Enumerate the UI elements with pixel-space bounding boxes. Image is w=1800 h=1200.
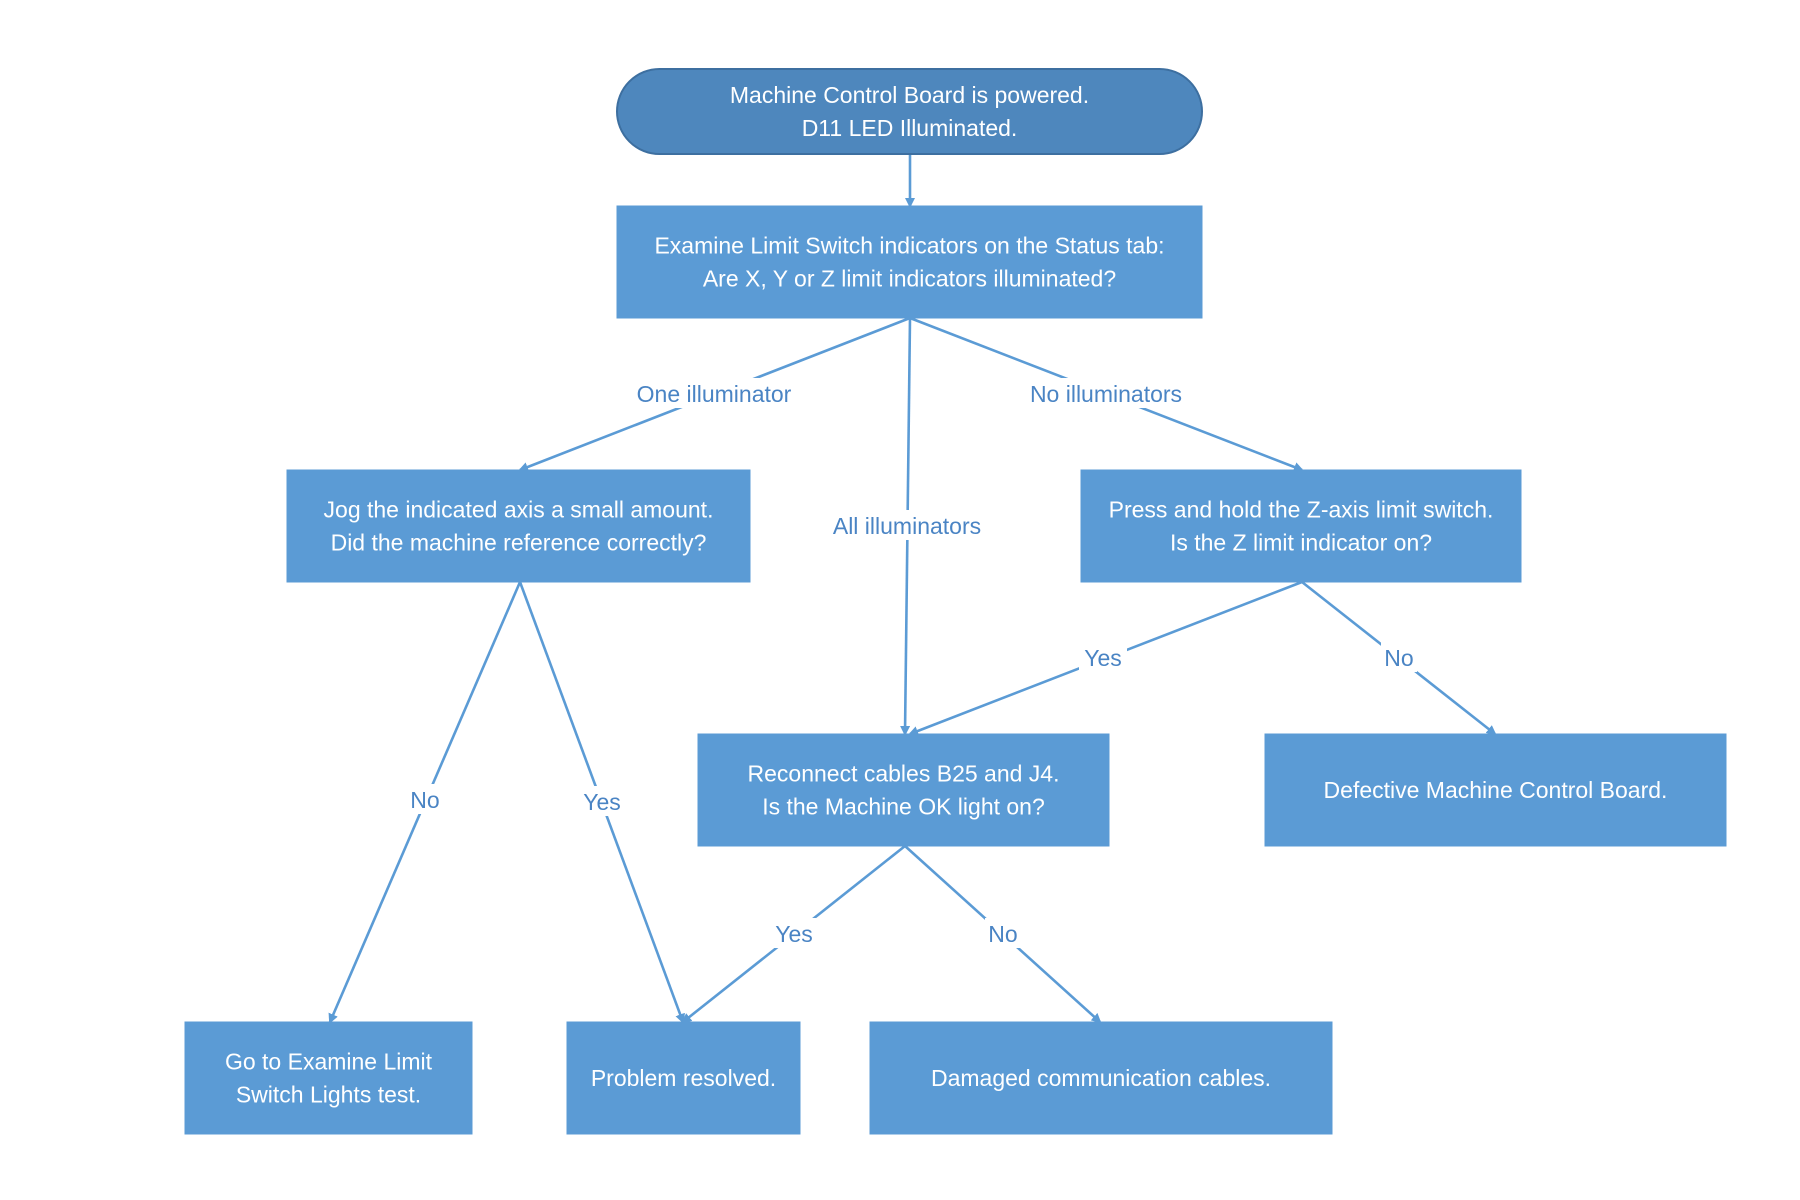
terminator-shape — [616, 68, 1203, 155]
process-box-shape — [1264, 733, 1727, 847]
edge-label-jog-to-resolved: Yes — [578, 786, 626, 816]
node-text-line: Damaged communication cables. — [931, 1065, 1271, 1091]
edge-label-background — [1010, 378, 1202, 408]
node-reconnect: Reconnect cables B25 and J4. Is the Machi… — [697, 733, 1110, 847]
node-text-line: Is the Machine OK light on? — [762, 794, 1045, 820]
node-examine: Examine Limit Switch indicators on the S… — [616, 205, 1203, 319]
node-resolved: Problem resolved. — [566, 1021, 801, 1135]
node-text-line: Jog the indicated axis a small amount. — [324, 497, 714, 523]
node-text-line: Defective Machine Control Board. — [1324, 777, 1668, 803]
edge-label-text: No — [1384, 645, 1413, 671]
process-box-shape — [184, 1021, 473, 1135]
edge-label-press-to-defective: No — [1381, 642, 1417, 672]
node-defective: Defective Machine Control Board. — [1264, 733, 1727, 847]
edge-label-examine-to-press: No illuminators — [1010, 378, 1202, 408]
edge-label-background — [1079, 642, 1127, 672]
node-text-line: Switch Lights test. — [236, 1082, 421, 1108]
node-damaged: Damaged communication cables. — [869, 1021, 1333, 1135]
node-text-line: Did the machine reference correctly? — [331, 530, 707, 556]
process-box-shape — [616, 205, 1203, 319]
process-box-shape — [566, 1021, 801, 1135]
edge-label-text: Yes — [583, 789, 621, 815]
node-text-line: Are X, Y or Z limit indicators illuminat… — [703, 266, 1116, 292]
edge-label-background — [618, 378, 810, 408]
edge-label-text: No illuminators — [1030, 381, 1182, 407]
process-box-shape — [286, 469, 751, 583]
node-press: Press and hold the Z-axis limit switch. I… — [1080, 469, 1522, 583]
edge-label-examine-to-jog: One illuminator — [618, 378, 810, 408]
node-jog: Jog the indicated axis a small amount. Di… — [286, 469, 751, 583]
node-start: Machine Control Board is powered. D11 LED… — [616, 68, 1203, 155]
edge-label-text: No — [988, 921, 1017, 947]
edge-label-background — [1381, 642, 1417, 672]
edge-label-text: Yes — [775, 921, 813, 947]
edge-label-background — [805, 510, 1009, 540]
edge-label-text: No — [410, 787, 439, 813]
edge-label-reconnect-to-damaged: No — [985, 918, 1021, 948]
edge-label-text: One illuminator — [637, 381, 792, 407]
node-text-line: Is the Z limit indicator on? — [1170, 530, 1432, 556]
node-text-line: Problem resolved. — [591, 1065, 776, 1091]
node-text-line: Machine Control Board is powered. — [730, 82, 1089, 108]
edge-label-background — [770, 918, 818, 948]
process-box-shape — [1080, 469, 1522, 583]
edge-label-text: Yes — [1084, 645, 1122, 671]
edge-label-text: All illuminators — [833, 513, 981, 539]
edge-label-background — [407, 784, 443, 814]
node-text-line: Examine Limit Switch indicators on the S… — [654, 233, 1164, 259]
nodes-layer: Machine Control Board is powered. D11 LED… — [184, 68, 1727, 1135]
edge-label-press-to-reconnect: Yes — [1079, 642, 1127, 672]
node-text-line: D11 LED Illuminated. — [802, 115, 1018, 141]
process-box-shape — [869, 1021, 1333, 1135]
edge-label-reconnect-to-resolved: Yes — [770, 918, 818, 948]
edge-label-background — [578, 786, 626, 816]
node-text-line: Go to Examine Limit — [225, 1049, 433, 1075]
process-box-shape — [697, 733, 1110, 847]
node-text-line: Press and hold the Z-axis limit switch. — [1109, 497, 1494, 523]
edge-label-background — [985, 918, 1021, 948]
node-text-line: Reconnect cables B25 and J4. — [748, 761, 1060, 787]
edge-label-jog-to-goto: No — [407, 784, 443, 814]
edge-label-examine-to-reconnect: All illuminators — [805, 510, 1009, 540]
